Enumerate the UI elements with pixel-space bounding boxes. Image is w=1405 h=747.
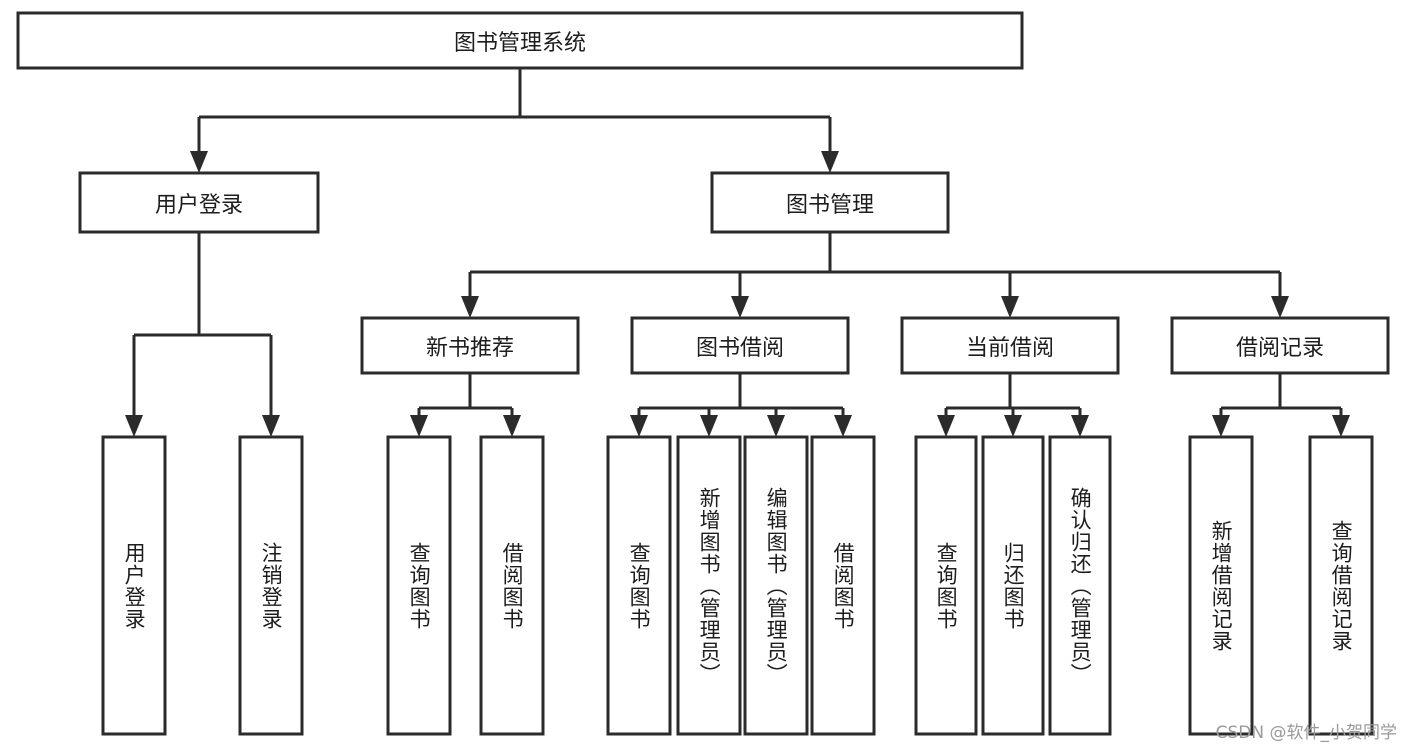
node-box-leaf-query-book-cb[interactable]: [914, 435, 978, 736]
arrow-to-leaf-query-book-cb: [937, 415, 955, 437]
arrow-to-leaf-return-book: [1004, 415, 1022, 437]
arrow-to-leaf-add-borrow-record: [1212, 415, 1230, 437]
node-box-leaf-user-login[interactable]: [101, 435, 167, 736]
node-box-leaf-query-borrow-record[interactable]: [1308, 435, 1374, 736]
node-box-new-book-recommend[interactable]: [360, 316, 580, 375]
arrow-to-leaf-user-login: [125, 415, 143, 437]
node-box-leaf-logout-login[interactable]: [238, 435, 304, 736]
arrow-to-leaf-query-book-bb: [630, 415, 648, 437]
arrow-to-leaf-confirm-return: [1071, 415, 1089, 437]
node-box-book-manage[interactable]: [710, 171, 950, 234]
node-box-leaf-query-book-bb[interactable]: [606, 435, 672, 736]
arrow-to-leaf-logout-login: [262, 415, 280, 437]
node-box-user-login[interactable]: [78, 171, 320, 234]
csdn-watermark: CSDN @软件_小贺同学: [1215, 723, 1397, 743]
node-box-borrow-record[interactable]: [1170, 316, 1390, 375]
arrow-to-book-manage: [821, 151, 839, 173]
node-box-leaf-add-book-admin[interactable]: [676, 435, 742, 736]
node-box-leaf-query-book-nbr[interactable]: [386, 435, 452, 736]
arrow-to-current-borrow: [1001, 296, 1019, 318]
node-box-leaf-edit-book-admin[interactable]: [743, 435, 809, 736]
node-box-current-borrow[interactable]: [900, 316, 1120, 375]
node-box-book-borrow[interactable]: [630, 316, 850, 375]
node-box-leaf-add-borrow-record[interactable]: [1188, 435, 1254, 736]
node-box-leaf-confirm-return[interactable]: [1048, 435, 1112, 736]
root-node-box[interactable]: [16, 11, 1024, 70]
node-boxes: [16, 11, 1390, 736]
arrow-to-borrow-record: [1271, 296, 1289, 318]
arrow-to-user-login: [190, 151, 208, 173]
arrow-to-leaf-borrow-book-nbr: [503, 415, 521, 437]
arrow-to-leaf-query-borrow-record: [1332, 415, 1350, 437]
node-box-leaf-return-book[interactable]: [981, 435, 1045, 736]
node-box-leaf-borrow-book-bb[interactable]: [810, 435, 876, 736]
arrow-to-book-borrow: [731, 296, 749, 318]
arrow-to-leaf-edit-book-admin: [767, 415, 785, 437]
arrow-to-leaf-borrow-book-bb: [834, 415, 852, 437]
arrow-to-leaf-query-book-nbr: [410, 415, 428, 437]
arrow-to-leaf-add-book-admin: [700, 415, 718, 437]
arrow-to-new-book-recommend: [461, 296, 479, 318]
connector-lines: [125, 68, 1350, 437]
node-box-leaf-borrow-book-nbr[interactable]: [479, 435, 545, 736]
